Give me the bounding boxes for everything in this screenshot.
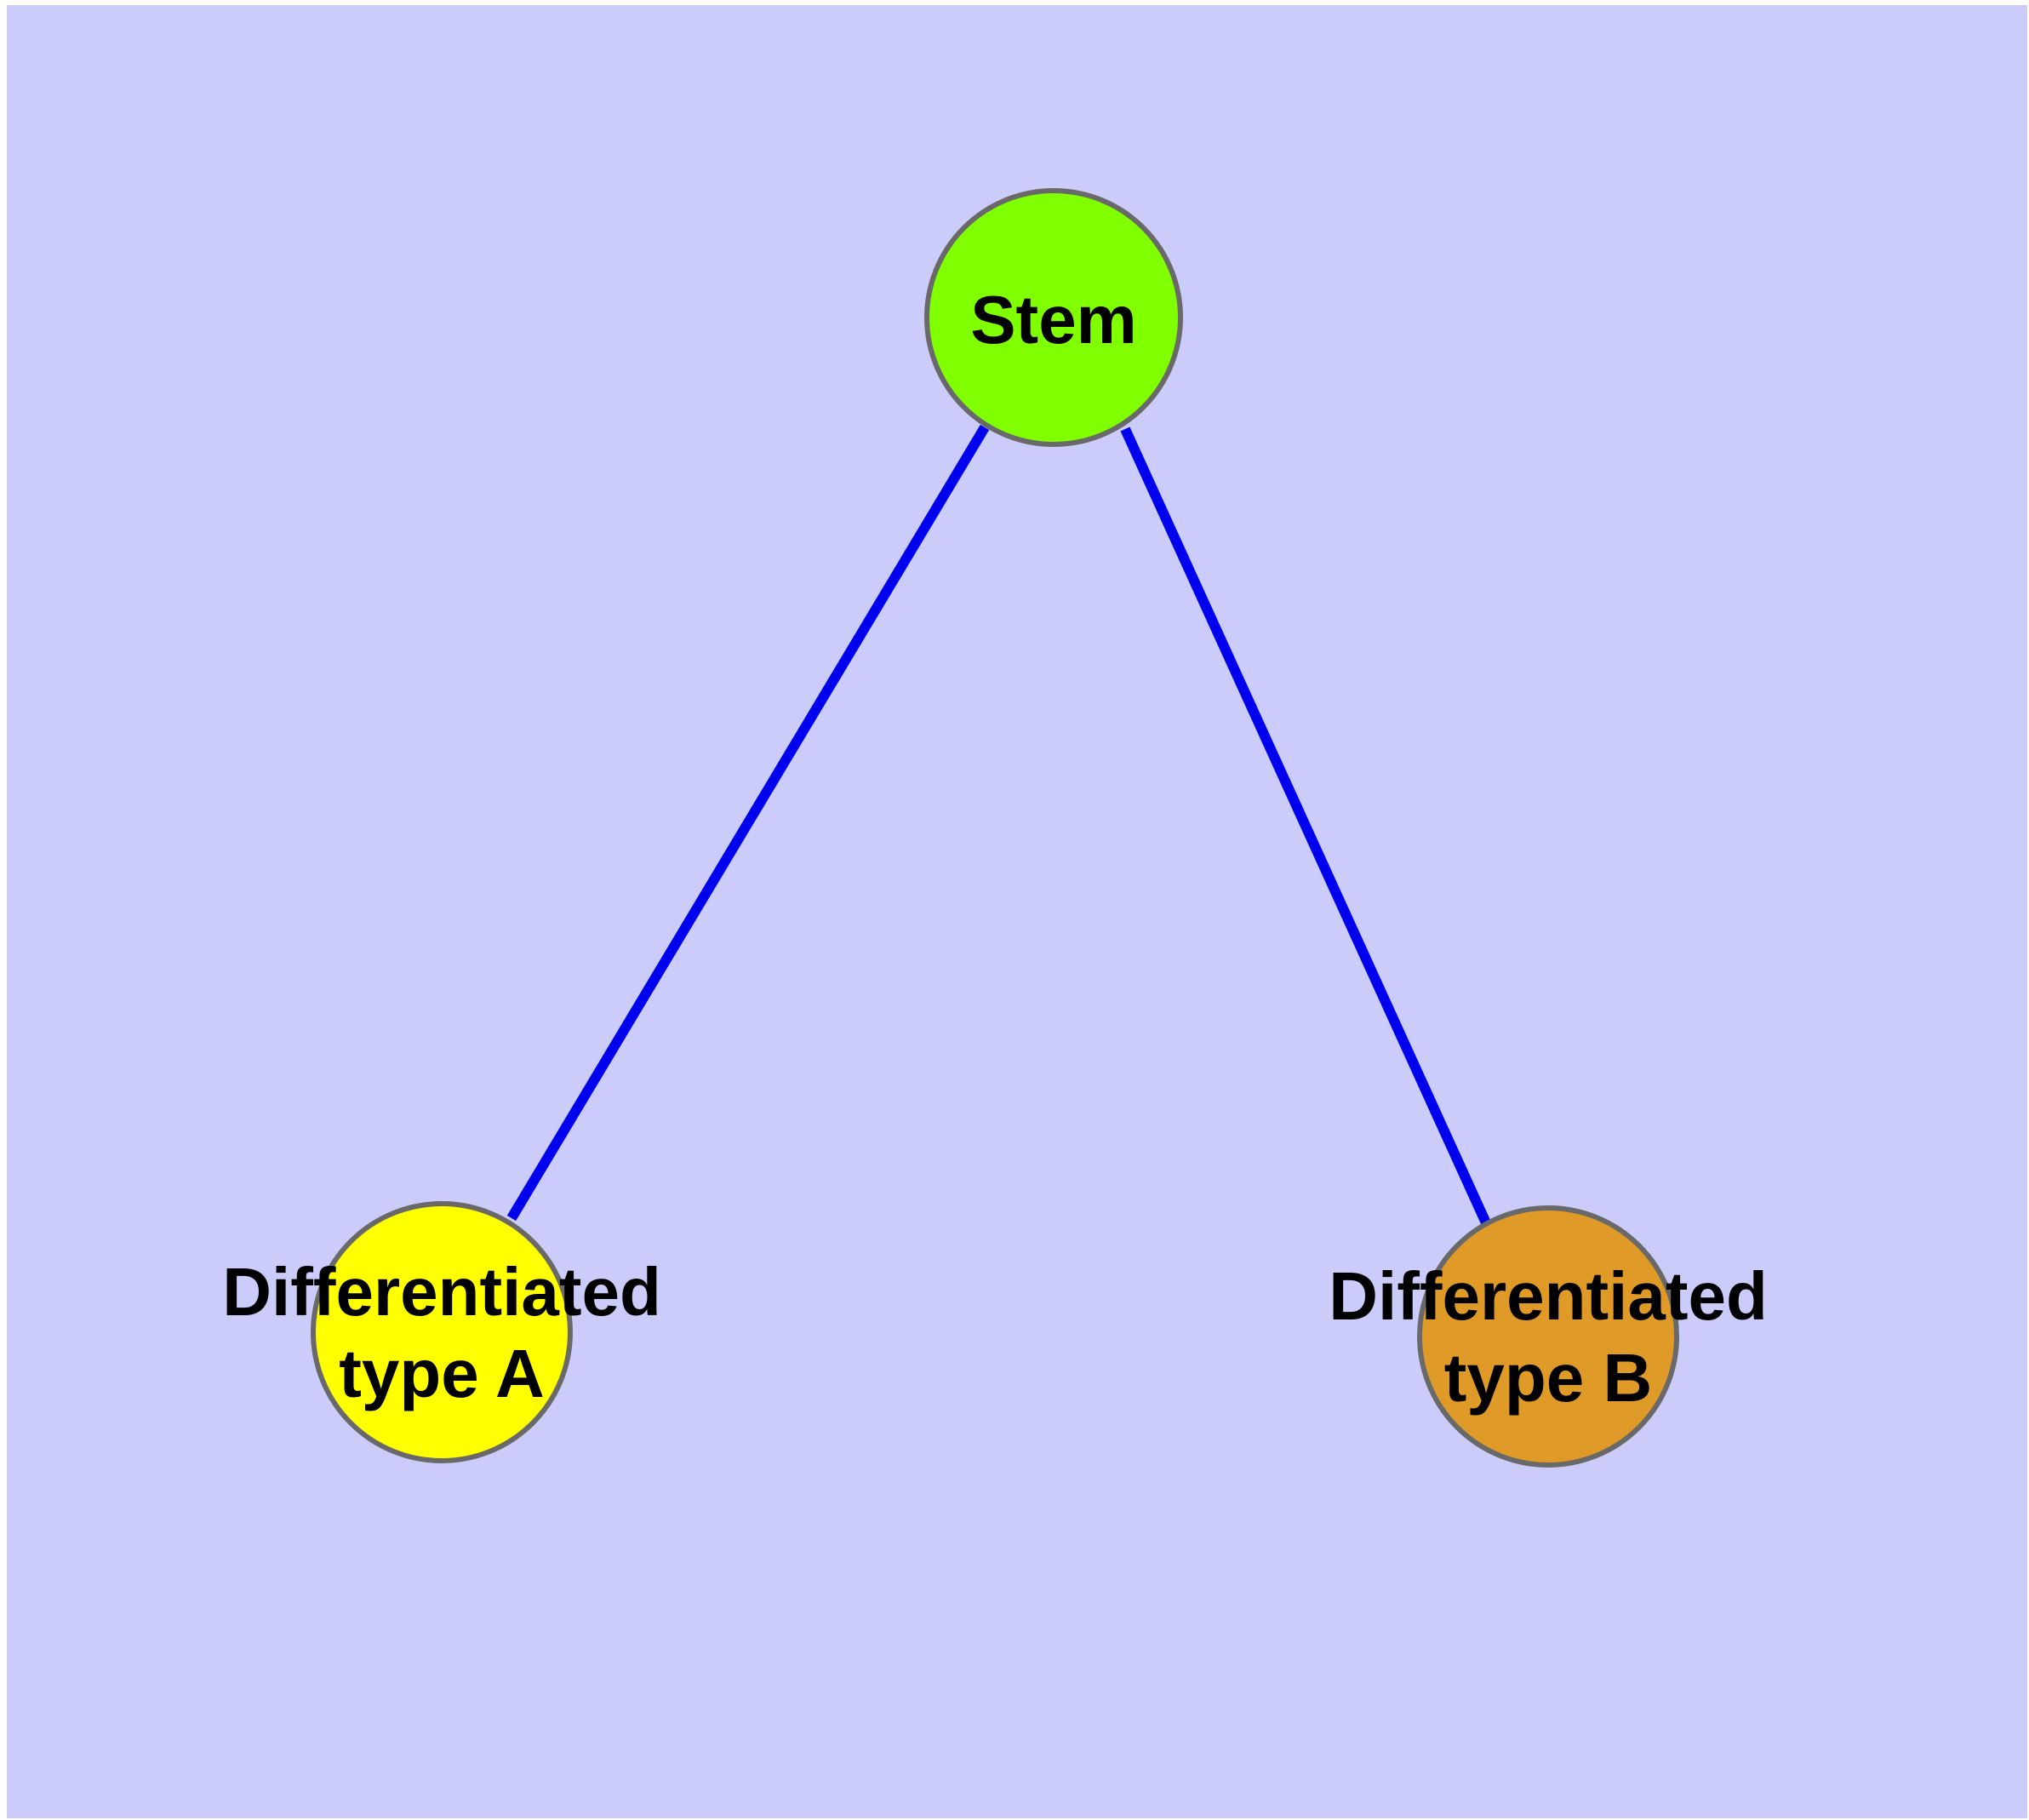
edge-stem-diff-b[interactable] xyxy=(1120,426,1493,1229)
node-diff-b-label-line1: Differentiated xyxy=(1329,1258,1768,1334)
node-stem-label: Stem xyxy=(970,282,1137,358)
node-stem-circle[interactable] xyxy=(924,188,1183,447)
node-diff-b-circle[interactable] xyxy=(1417,1205,1679,1468)
node-diff-a-label-line2: type A xyxy=(339,1336,545,1411)
edge-stem-diff-a[interactable] xyxy=(506,424,990,1222)
edge-layer xyxy=(506,424,1493,1229)
label-layer: Stem Differentiated type A Differentiate… xyxy=(222,282,1768,1416)
node-diff-a[interactable] xyxy=(311,1201,573,1463)
node-diff-a-label-line1: Differentiated xyxy=(222,1254,661,1330)
node-diff-b-label-line2: type B xyxy=(1444,1340,1653,1416)
node-diff-a-circle[interactable] xyxy=(311,1201,573,1463)
node-stem[interactable] xyxy=(924,188,1183,447)
node-diff-b[interactable] xyxy=(1417,1205,1679,1468)
